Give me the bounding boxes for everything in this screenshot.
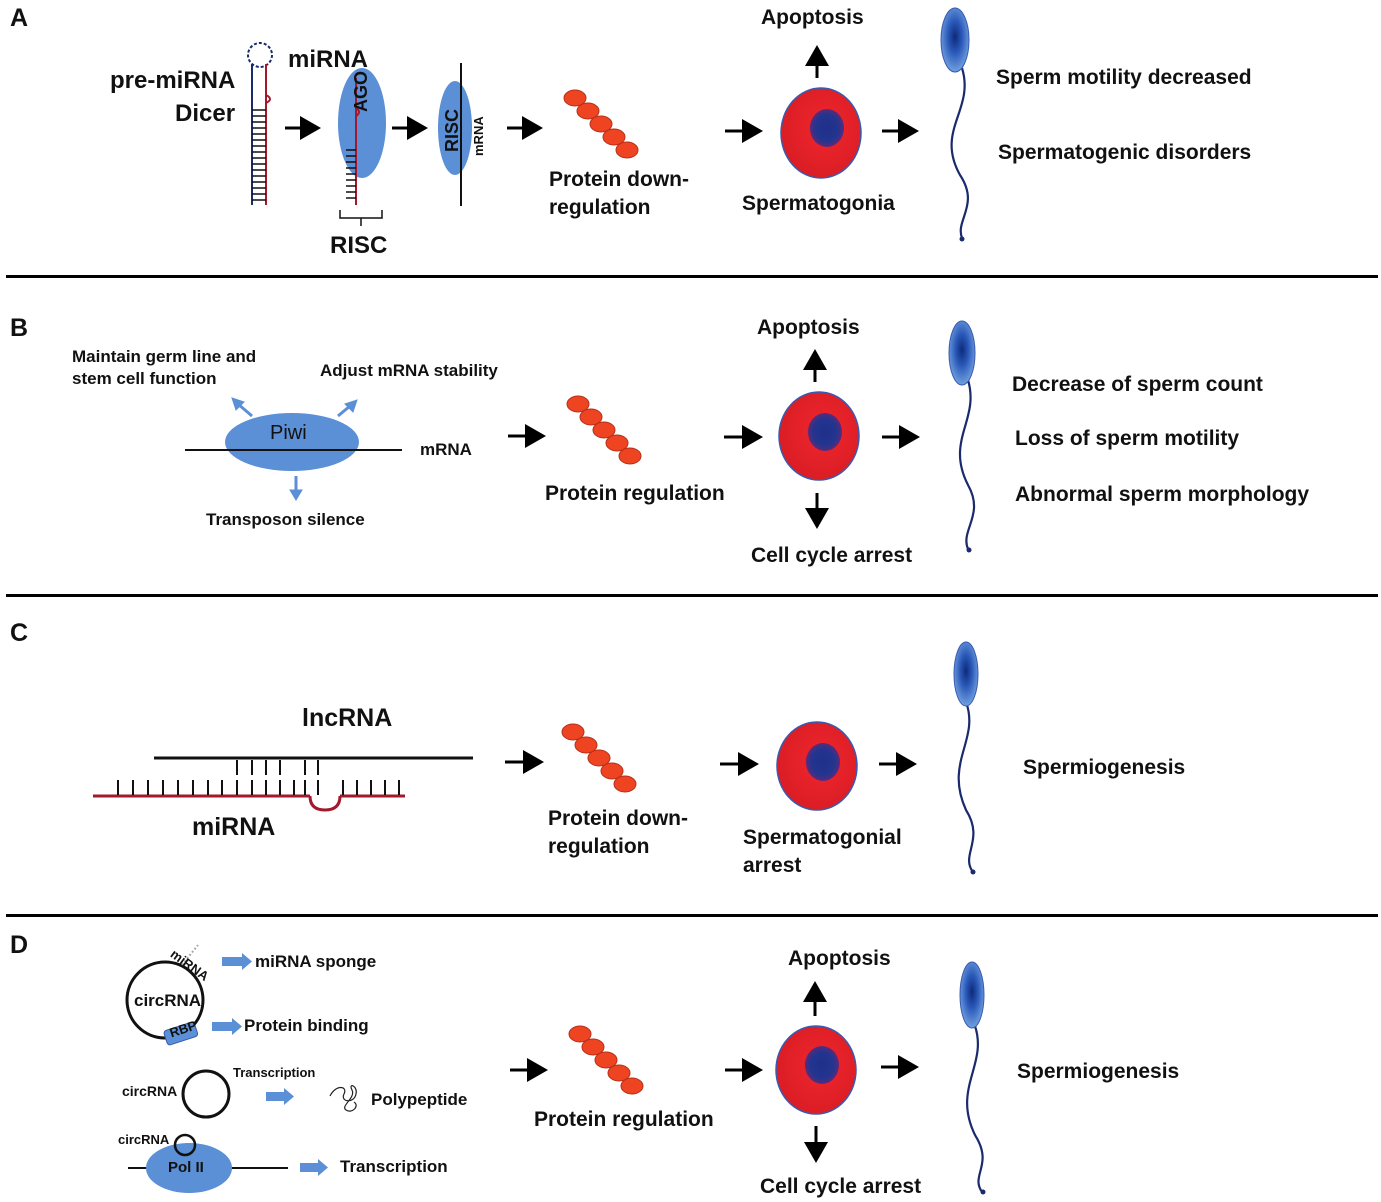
pol2-oval (146, 1143, 232, 1193)
outcome-a-1: Sperm motility decreased (996, 66, 1252, 89)
circrna-ring-3 (173, 1133, 197, 1157)
polypeptide-squiggle (329, 1085, 357, 1112)
piwi-oval (225, 413, 359, 471)
label-maintain-1: Maintain germ line and (72, 347, 257, 366)
label-mirna-c: miRNA (192, 813, 276, 841)
panel-letter-c: C (10, 619, 29, 647)
label-lncrna: lncRNA (302, 704, 393, 732)
label-circrna-2: circRNA (122, 1083, 178, 1099)
pre-mirna-hairpin (247, 42, 273, 205)
label-cycle-d: Cell cycle arrest (760, 1175, 922, 1198)
nucleus-c (806, 743, 840, 781)
label-transcription: Transcription (340, 1157, 448, 1176)
piwi-blue-arrows (231, 397, 358, 501)
outcome-c: Spermiogenesis (1023, 756, 1186, 779)
blue-arrow-binding (212, 1018, 242, 1035)
label-protein-b: Protein regulation (545, 482, 725, 505)
panel-d (125, 944, 986, 1195)
label-apoptosis-d: Apoptosis (788, 947, 891, 970)
protein-chain-c (561, 723, 637, 793)
risc-bracket (339, 210, 383, 226)
label-apoptosis-a: Apoptosis (761, 6, 864, 29)
label-pre-mirna: pre-miRNA (110, 67, 236, 94)
label-protein-c-1: Protein down- (548, 807, 688, 830)
label-maintain-2: stem cell function (72, 369, 217, 388)
nucleus-a (810, 109, 844, 147)
nucleus-b (808, 413, 842, 451)
label-risc-bracket: RISC (330, 232, 388, 259)
label-ago: AGO (351, 70, 371, 112)
outcome-b-3: Abnormal sperm morphology (1015, 483, 1310, 506)
outcome-b-1: Decrease of sperm count (1012, 373, 1263, 396)
label-sponge: miRNA sponge (255, 952, 377, 971)
label-apoptosis-b: Apoptosis (757, 316, 860, 339)
label-piwi: Piwi (270, 422, 307, 444)
label-spermatogonia-a: Spermatogonia (742, 192, 895, 215)
blue-arrow-transcription (300, 1159, 328, 1176)
panel-b (185, 320, 976, 553)
label-binding: Protein binding (244, 1016, 369, 1035)
divider-cd (6, 914, 1378, 917)
label-cell-c-2: arrest (743, 854, 802, 877)
label-cell-c-1: Spermatogonial (743, 826, 902, 849)
panel-c (93, 641, 979, 875)
outcome-b-2: Loss of sperm motility (1015, 427, 1240, 450)
protein-chain-d (568, 1025, 644, 1095)
rbp-box (163, 1021, 199, 1046)
protein-chain-b (566, 395, 642, 465)
outcome-a-2: Spermatogenic disorders (998, 141, 1252, 164)
label-cycle-b: Cell cycle arrest (751, 544, 913, 567)
divider-bc (6, 594, 1378, 597)
label-transposon: Transposon silence (206, 510, 365, 529)
panel-letter-a: A (10, 4, 29, 32)
sperm-c (953, 641, 979, 875)
label-polypeptide: Polypeptide (371, 1090, 468, 1109)
sperm-d (959, 961, 986, 1195)
circrna-ring-2 (181, 1069, 231, 1119)
protein-chain-a (563, 89, 639, 159)
divider-ab (6, 275, 1378, 278)
label-dicer: Dicer (175, 100, 236, 127)
sperm-a (940, 7, 970, 242)
blue-arrow-translation (266, 1088, 294, 1105)
label-mirna-a: miRNA (288, 46, 369, 73)
label-mrna-b: mRNA (420, 440, 472, 459)
nucleus-d (805, 1046, 839, 1084)
label-mrna-a: mRNA (471, 116, 486, 156)
label-pol2: Pol II (168, 1159, 204, 1176)
label-risc-oval: RISC (442, 108, 462, 152)
sperm-b (948, 320, 976, 553)
outcome-d: Spermiogenesis (1017, 1060, 1180, 1083)
label-adjust: Adjust mRNA stability (320, 361, 498, 380)
panel-a (247, 7, 970, 242)
panel-letter-b: B (10, 314, 29, 342)
label-protein-c-2: regulation (548, 835, 650, 858)
panel-letter-d: D (10, 931, 29, 959)
label-protein-a-2: regulation (549, 196, 651, 219)
label-circrna-3: circRNA (118, 1132, 170, 1147)
blue-arrow-sponge (222, 953, 252, 970)
risc-oval (438, 81, 472, 175)
label-transcription-small: Transcription (233, 1065, 316, 1080)
label-protein-d: Protein regulation (534, 1108, 714, 1131)
label-protein-a-1: Protein down- (549, 168, 689, 191)
label-circrna-1: circRNA (134, 991, 202, 1010)
